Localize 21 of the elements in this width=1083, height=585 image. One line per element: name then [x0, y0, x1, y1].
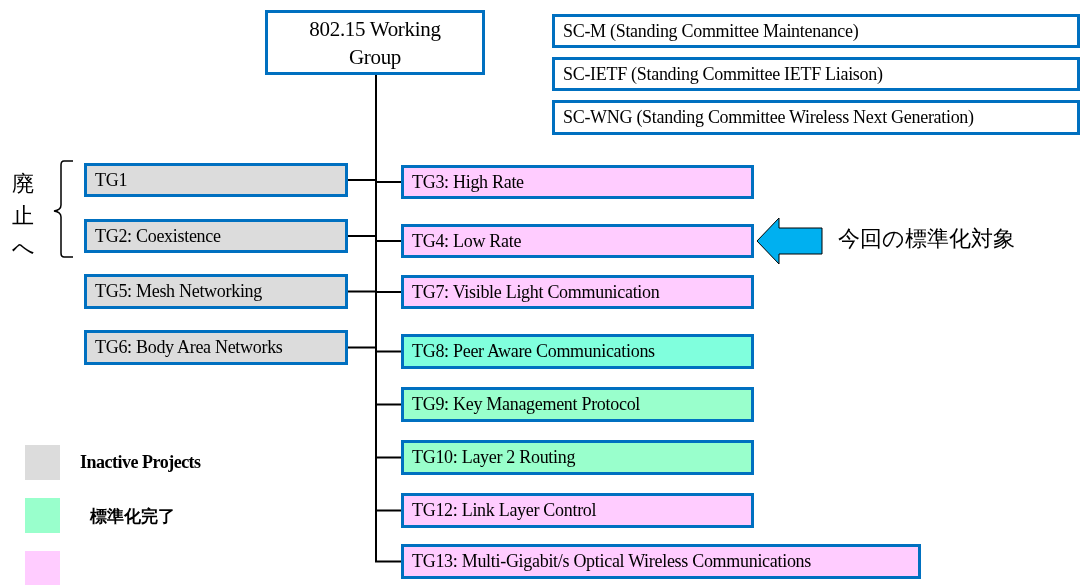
- vertical-label: 廃止へ: [12, 170, 36, 262]
- task-group-box: TG3: High Rate: [401, 165, 754, 199]
- task-group-box: TG13: Multi-Gigabit/s Optical Wireless Communications: [401, 544, 921, 579]
- group-box: 802.15 Working Group: [265, 10, 485, 75]
- block-arrow: [756, 217, 823, 265]
- task-group-box: TG2: Coexistence: [84, 219, 348, 253]
- task-group-box: TG4: Low Rate: [401, 224, 754, 258]
- task-group-box: TG12: Link Layer Control: [401, 493, 754, 528]
- callout-text: 今回の標準化対象: [838, 224, 1015, 254]
- task-group-box: TG10: Layer 2 Routing: [401, 440, 754, 475]
- legend-label: 標準化完了: [90, 505, 175, 528]
- task-group-box: TG6: Body Area Networks: [84, 330, 348, 365]
- task-group-box: TG7: Visible Light Communication: [401, 275, 754, 309]
- task-group-box: TG8: Peer Aware Communications: [401, 334, 754, 369]
- committee-box: SC-M (Standing Committee Maintenance): [552, 14, 1080, 48]
- task-group-box: TG9: Key Management Protocol: [401, 387, 754, 422]
- task-group-box: TG1: [84, 163, 348, 197]
- committee-box: SC-WNG (Standing Committee Wireless Next Generation): [552, 100, 1080, 135]
- committee-box: SC-IETF (Standing Committee IETF Liaison): [552, 57, 1080, 91]
- task-group-box: TG5: Mesh Networking: [84, 274, 348, 309]
- legend-label: Inactive Projects: [80, 452, 201, 473]
